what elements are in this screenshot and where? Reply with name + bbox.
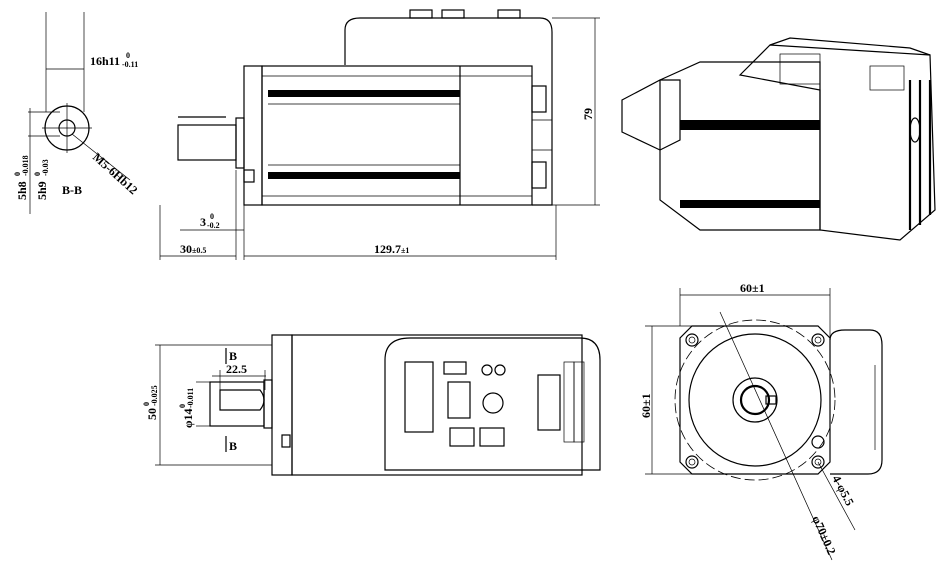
front-height-label: 60±1: [639, 393, 653, 418]
side-view: 79 3 0 -0.2 30±0.5 129.7±1: [159, 9, 600, 260]
key-width-tol-lower: -0.11: [122, 60, 138, 69]
dim-a-tol-upper: 0: [13, 172, 22, 176]
key-width-tol-upper: 0: [126, 51, 130, 60]
flange-step-tol-lower: -0.2: [207, 221, 220, 230]
key-length-label: 22.5: [226, 362, 247, 376]
height-label: 79: [581, 108, 595, 120]
section-b-b: 16h11 0 -0.11 5h8 0 -0.018 5h9 0 -0.03 B…: [13, 12, 140, 214]
shaft-dia-label: φ14: [181, 409, 195, 429]
thread-label: M5-6Hb12: [90, 150, 140, 197]
pilot-dia-tol-lower: -0.025: [150, 385, 159, 406]
dim-a-tol-lower: -0.018: [21, 155, 30, 176]
top-view: 50 0 -0.025 φ14 0 -0.011 22.5 B B: [142, 334, 601, 476]
key-width-label: 16h11: [90, 54, 120, 68]
shaft-dia-tol-lower: -0.011: [186, 388, 195, 408]
pcd-label: φ70±0.2: [809, 514, 838, 557]
dim-b-tol-lower: -0.03: [41, 159, 50, 176]
flange-step-label: 3: [200, 215, 206, 229]
shaft-length-label: 30±0.5: [180, 242, 206, 256]
dim-b-label: 5h9: [35, 181, 49, 200]
flange-step-tol-upper: 0: [210, 212, 214, 221]
dim-a-label: 5h8: [15, 181, 29, 200]
front-view: 60±1 60±1 4-φ5.5 φ70±0.2: [639, 281, 883, 561]
pilot-dia-label: 50: [145, 408, 159, 420]
dim-b-tol-upper: 0: [33, 172, 42, 176]
section-label: B-B: [62, 183, 82, 197]
section-mark-top: B: [229, 349, 237, 363]
body-length-label: 129.7±1: [374, 242, 409, 256]
isometric-view: [621, 37, 936, 241]
pilot-dia-tol-upper: 0: [142, 402, 151, 406]
front-width-label: 60±1: [740, 281, 765, 295]
shaft-dia-tol-upper: 0: [178, 404, 187, 408]
section-mark-bottom: B: [229, 439, 237, 453]
